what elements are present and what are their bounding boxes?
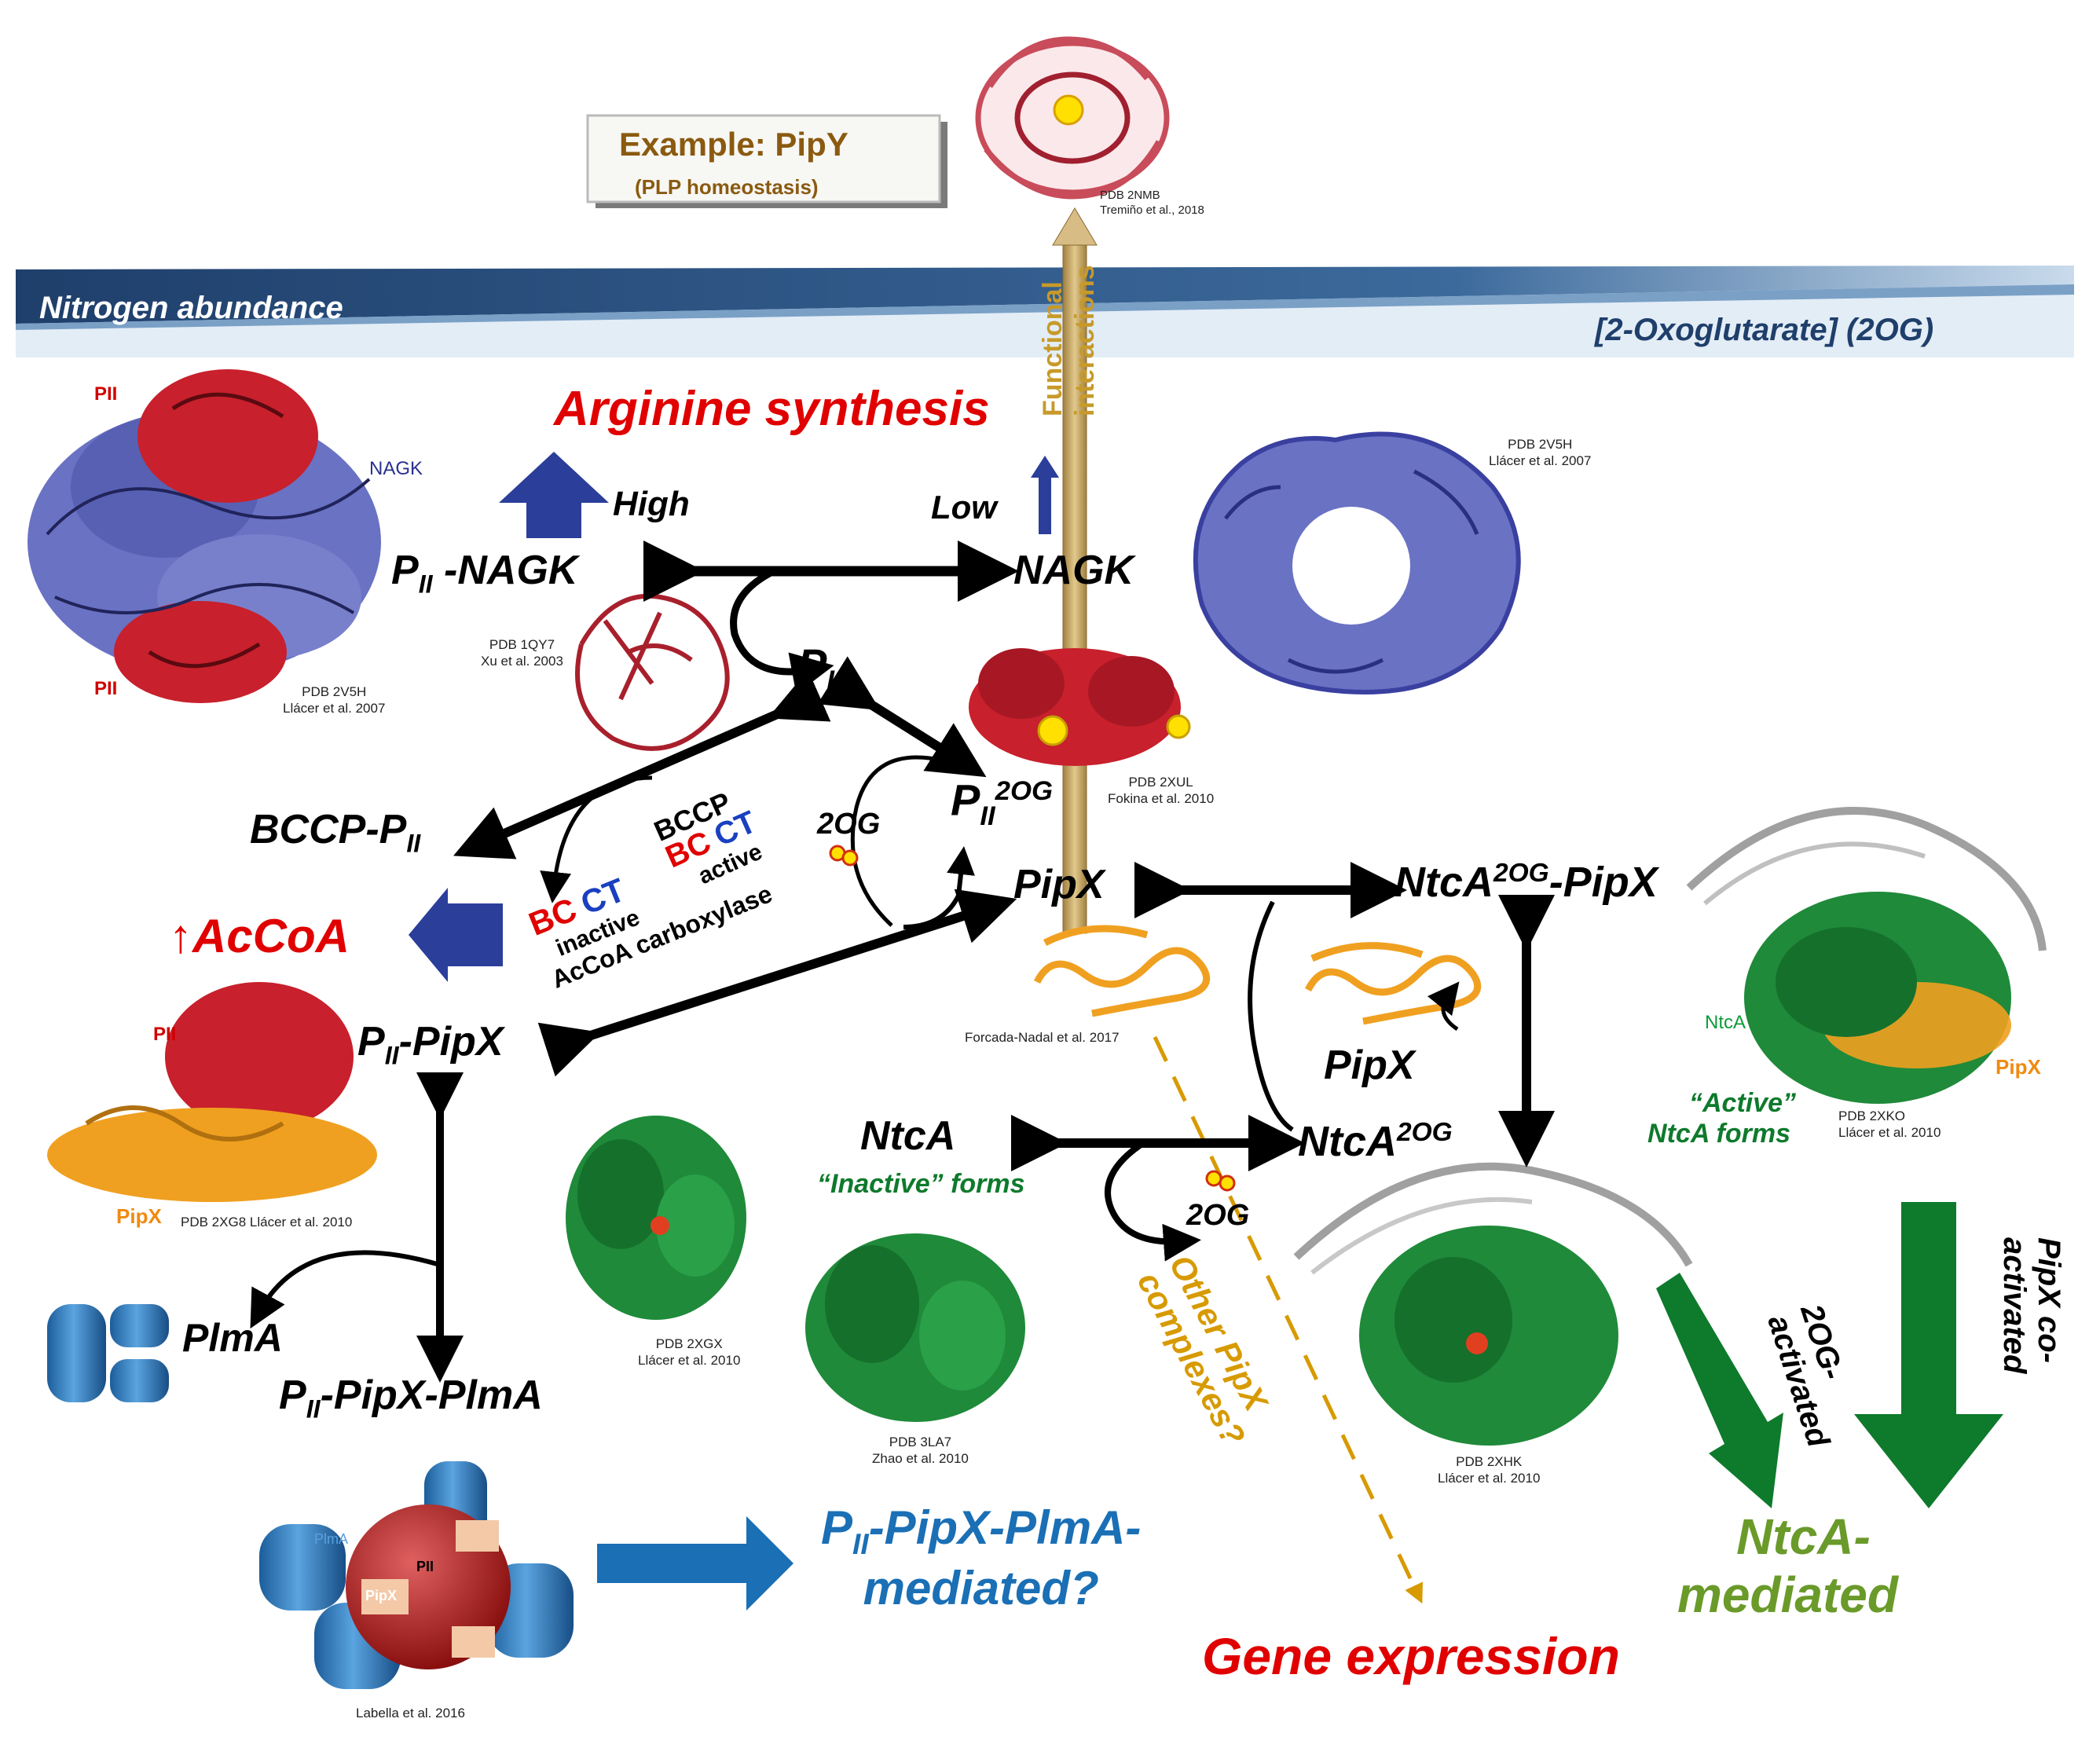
pipx-structure-right <box>1304 942 1482 1025</box>
bccp-pii-label: BCCP-PII <box>250 807 421 858</box>
pipx-left-label: PipX <box>116 1204 162 1228</box>
black-arrows <box>250 541 1555 1383</box>
2og-molecule-icon-a <box>829 845 859 867</box>
ntca-2og-label: NtcA2OG <box>1298 1118 1453 1165</box>
pii-top-label: PII <box>94 383 118 405</box>
high-arrow <box>499 452 609 538</box>
plma-icon <box>47 1304 169 1402</box>
pipx-structure-center <box>1033 925 1211 1017</box>
pipx-coactivated-label: PipX co-activated <box>1997 1237 2066 1374</box>
nitrogen-banner <box>16 266 2074 357</box>
plma-mediated-arrow <box>597 1516 793 1611</box>
2og-label-a: 2OG <box>817 808 881 841</box>
nagk-blue-label: NAGK <box>369 458 423 479</box>
ref-forcada-nadal: Forcada-Nadal et al. 2017 <box>965 1030 1120 1045</box>
pipx-right-label: PipX <box>1996 1055 2041 1079</box>
ntca-label: NtcA <box>860 1113 956 1159</box>
pii-2og-label: PII2OG <box>951 775 1053 831</box>
2og-activated-arrow <box>1656 1273 1783 1508</box>
ntca-green-label: NtcA <box>1705 1012 1746 1033</box>
active-forms-label: “Active”NtcA forms <box>1647 1088 1797 1149</box>
low-arrow <box>1031 456 1059 534</box>
accoa-arrow <box>409 888 503 982</box>
pii-pipx-structure <box>47 982 377 1202</box>
complex-pii-label: PII <box>416 1559 434 1574</box>
pii-pipx-plma-label: PII-PipX-PlmA <box>279 1372 543 1424</box>
2og-label-b: 2OG <box>1186 1199 1250 1232</box>
ntca-2og-dna-structure <box>1293 1162 1693 1446</box>
pipx-coactivated-arrow <box>1854 1202 2003 1508</box>
active-ntca-structure <box>1686 807 2047 1104</box>
pii-center-label: PII <box>797 639 842 696</box>
plma-mediated-label: PII-PipX-PlmA-mediated? <box>821 1501 1142 1614</box>
accoa-label: ↑AcCoA <box>169 910 350 962</box>
pipy-structure <box>975 36 1170 200</box>
low-label: Low <box>931 489 997 526</box>
pii-nagk-structure <box>27 369 381 703</box>
gene-expression-label: Gene expression <box>1202 1627 1620 1685</box>
pii-nagk-label: PII -NAGK <box>391 548 578 599</box>
nagk-label: NAGK <box>1013 548 1134 593</box>
inactive-ntca-structure-1 <box>566 1116 746 1320</box>
ntca-mediated-label: NtcA-mediated <box>1677 1508 1898 1623</box>
pii-left-label: PII <box>153 1024 177 1045</box>
pii-2og-structure <box>969 648 1191 766</box>
nagk-ring-structure <box>1193 431 1521 694</box>
banner-2og: [2-Oxoglutarate] (2OG) <box>1595 313 1934 347</box>
banner-nitrogen-abundance: Nitrogen abundance <box>39 291 343 325</box>
pii-pipx-label: PII-PipX <box>357 1019 504 1070</box>
functional-interactions-arrow <box>1052 207 1098 934</box>
2og-molecule-icon-b <box>1205 1170 1236 1192</box>
ref-labella: Labella et al. 2016 <box>356 1706 465 1721</box>
example-subtitle: (PLP homeostasis) <box>635 175 819 199</box>
ntca-2og-pipx-label: NtcA2OG-PipX <box>1395 859 1658 906</box>
example-box <box>586 114 947 208</box>
complex-pipx-label: PipX <box>365 1588 398 1603</box>
inactive-ntca-structure-2 <box>805 1233 1025 1422</box>
pii-pipx-plma-complex <box>259 1461 574 1689</box>
pii-trimer-structure <box>575 593 730 751</box>
inactive-forms-label: “Inactive” forms <box>817 1169 1025 1199</box>
pipx-mid-label: PipX <box>1324 1043 1415 1088</box>
complex-plma-label: PlmA <box>314 1531 349 1547</box>
example-title: Example: PipY <box>619 126 848 163</box>
pii-bottom-label: PII <box>94 678 118 699</box>
high-label: High <box>613 485 690 523</box>
arginine-synthesis: Arginine synthesis <box>554 382 990 436</box>
plma-label: PlmA <box>182 1316 283 1360</box>
ref-pdb-2xg8: PDB 2XG8 Llácer et al. 2010 <box>181 1215 353 1229</box>
pipx-label: PipX <box>1013 862 1105 907</box>
